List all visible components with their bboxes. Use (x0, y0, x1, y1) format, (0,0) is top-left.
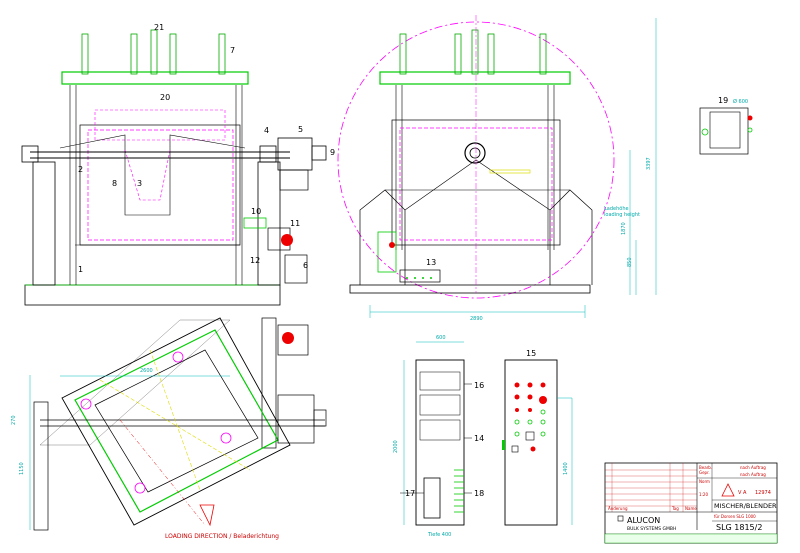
tb-company: ALUCON (627, 516, 660, 525)
front-view: 21 7 20 4 5 9 2 8 3 10 11 12 6 1 (21, 23, 335, 306)
front-left-leg (32, 161, 56, 286)
label-16: 16 (474, 381, 484, 390)
loading-direction: LOADING DIRECTION / Beladerichtung (165, 533, 279, 540)
label-21: 21 (154, 23, 164, 32)
logo-icon (721, 483, 735, 497)
label-19: 19 (718, 96, 728, 105)
label-14: 14 (474, 434, 484, 443)
tb-drawing-no: SLG 1815/2 (716, 523, 762, 532)
tb-hdr-name: Name (685, 506, 697, 511)
label-12: 12 (250, 256, 260, 265)
top-drive-red (282, 332, 294, 344)
dim-left-h3: 270 (11, 415, 17, 425)
front-gearbox (277, 137, 313, 171)
front-right-bearing (259, 145, 277, 163)
tb-order-no: 12974 (755, 490, 771, 496)
dim-h-total: 3397 (646, 157, 652, 170)
label-3: 3 (137, 179, 142, 188)
cabinet-14 (415, 359, 465, 526)
title-block: Änderung Tag Name Bearb. Gepr. Norm nach… (604, 462, 778, 544)
tb-title: MISCHER/BLENDER (714, 502, 777, 510)
label-11: 11 (290, 219, 300, 228)
dim-h-low: 850 (627, 257, 633, 267)
label-1: 1 (78, 265, 83, 274)
side-base (349, 284, 591, 294)
top-view: LOADING DIRECTION / Beladerichtung 2600 … (11, 317, 327, 540)
label-5: 5 (298, 125, 303, 134)
front-right-leg (257, 161, 281, 286)
label-15: 15 (526, 349, 536, 358)
tb-row-gepr: Gepr. (699, 470, 710, 475)
label-9: 9 (330, 148, 335, 157)
swing-circle (337, 21, 615, 299)
front-left-bearing (21, 145, 39, 163)
label-10: 10 (251, 207, 261, 216)
dim-cabinet-depth: Tiefe 400 (427, 532, 451, 538)
dim-cabinet-width: 600 (436, 335, 446, 341)
label-7: 7 (230, 46, 235, 55)
top-frame-outer (61, 317, 291, 526)
tb-scale: 1:20 (699, 492, 708, 497)
tb-rev: V A (738, 490, 747, 496)
dim-width-side: 2890 (470, 316, 483, 322)
front-base-frame (24, 284, 281, 306)
tb-hdr-aend: Änderung (608, 506, 628, 511)
front-top-frame (61, 71, 249, 85)
dim-cabinet-height: 2000 (393, 440, 399, 453)
front-drive-red (281, 234, 293, 246)
label-13: 13 (426, 258, 436, 267)
tb-company-sub: BULK SYSTEMS GMBH (627, 526, 676, 532)
label-17: 17 (405, 489, 415, 498)
element-13 (399, 269, 441, 283)
dim-top-width: 2600 (140, 368, 153, 374)
dim-left-h1: 1150 (19, 462, 25, 475)
label-8: 8 (112, 179, 117, 188)
tb-note2: nach Auftrag (740, 472, 766, 477)
dim-panel-height: 1400 (563, 462, 569, 475)
tb-subtitle: für Dorsen SLG 1000 (714, 514, 756, 519)
dim-h-mid: 1870 (621, 222, 627, 235)
tb-note1: nach Auftrag (740, 465, 766, 470)
company-logo-icon (617, 515, 624, 522)
dim-side-note: Ø 600 (733, 98, 748, 105)
side-hub (464, 142, 486, 164)
side-top-frame (379, 71, 571, 85)
cabinet-panel: 1400 15 (502, 349, 573, 526)
tb-row-norm: Norm (699, 479, 710, 484)
label-20: 20 (160, 93, 170, 102)
cabinet-front: 600 Tiefe 400 2000 16 14 17 18 (393, 335, 484, 538)
tb-hdr-tag: Tag (671, 506, 679, 511)
label-4: 4 (264, 126, 269, 135)
label-2: 2 (78, 165, 83, 174)
tb-row-bearb: Bearb. (699, 465, 712, 470)
label-6: 6 (303, 261, 308, 270)
detail-19: 19 Ø 600 (699, 96, 753, 155)
label-18: 18 (474, 489, 484, 498)
